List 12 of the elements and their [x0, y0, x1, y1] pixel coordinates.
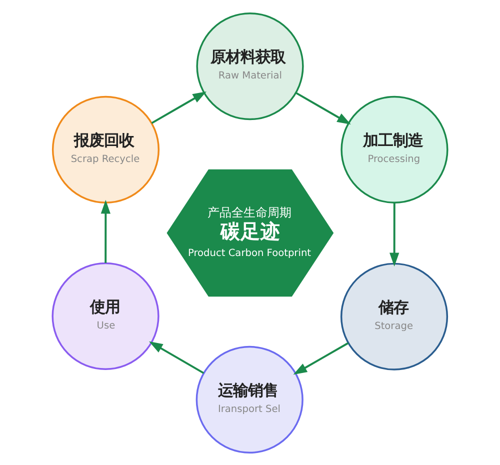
- node-circle: 加工制造 Processing: [340, 95, 448, 203]
- arrow: [151, 90, 206, 124]
- arrow: [100, 199, 110, 263]
- node-circle: 运输销售 Iransport Sel: [196, 345, 304, 453]
- node-circle: 使用 Use: [52, 262, 160, 370]
- arrow: [390, 202, 400, 266]
- arrow: [296, 92, 351, 124]
- arrow: [293, 342, 349, 374]
- node-circle: 报废回收 Scrap Recycle: [52, 95, 160, 203]
- arrow: [149, 340, 204, 374]
- node-circle: 储存 Storage: [340, 262, 448, 370]
- node-circle: 原材料获取 Raw Material: [196, 12, 304, 120]
